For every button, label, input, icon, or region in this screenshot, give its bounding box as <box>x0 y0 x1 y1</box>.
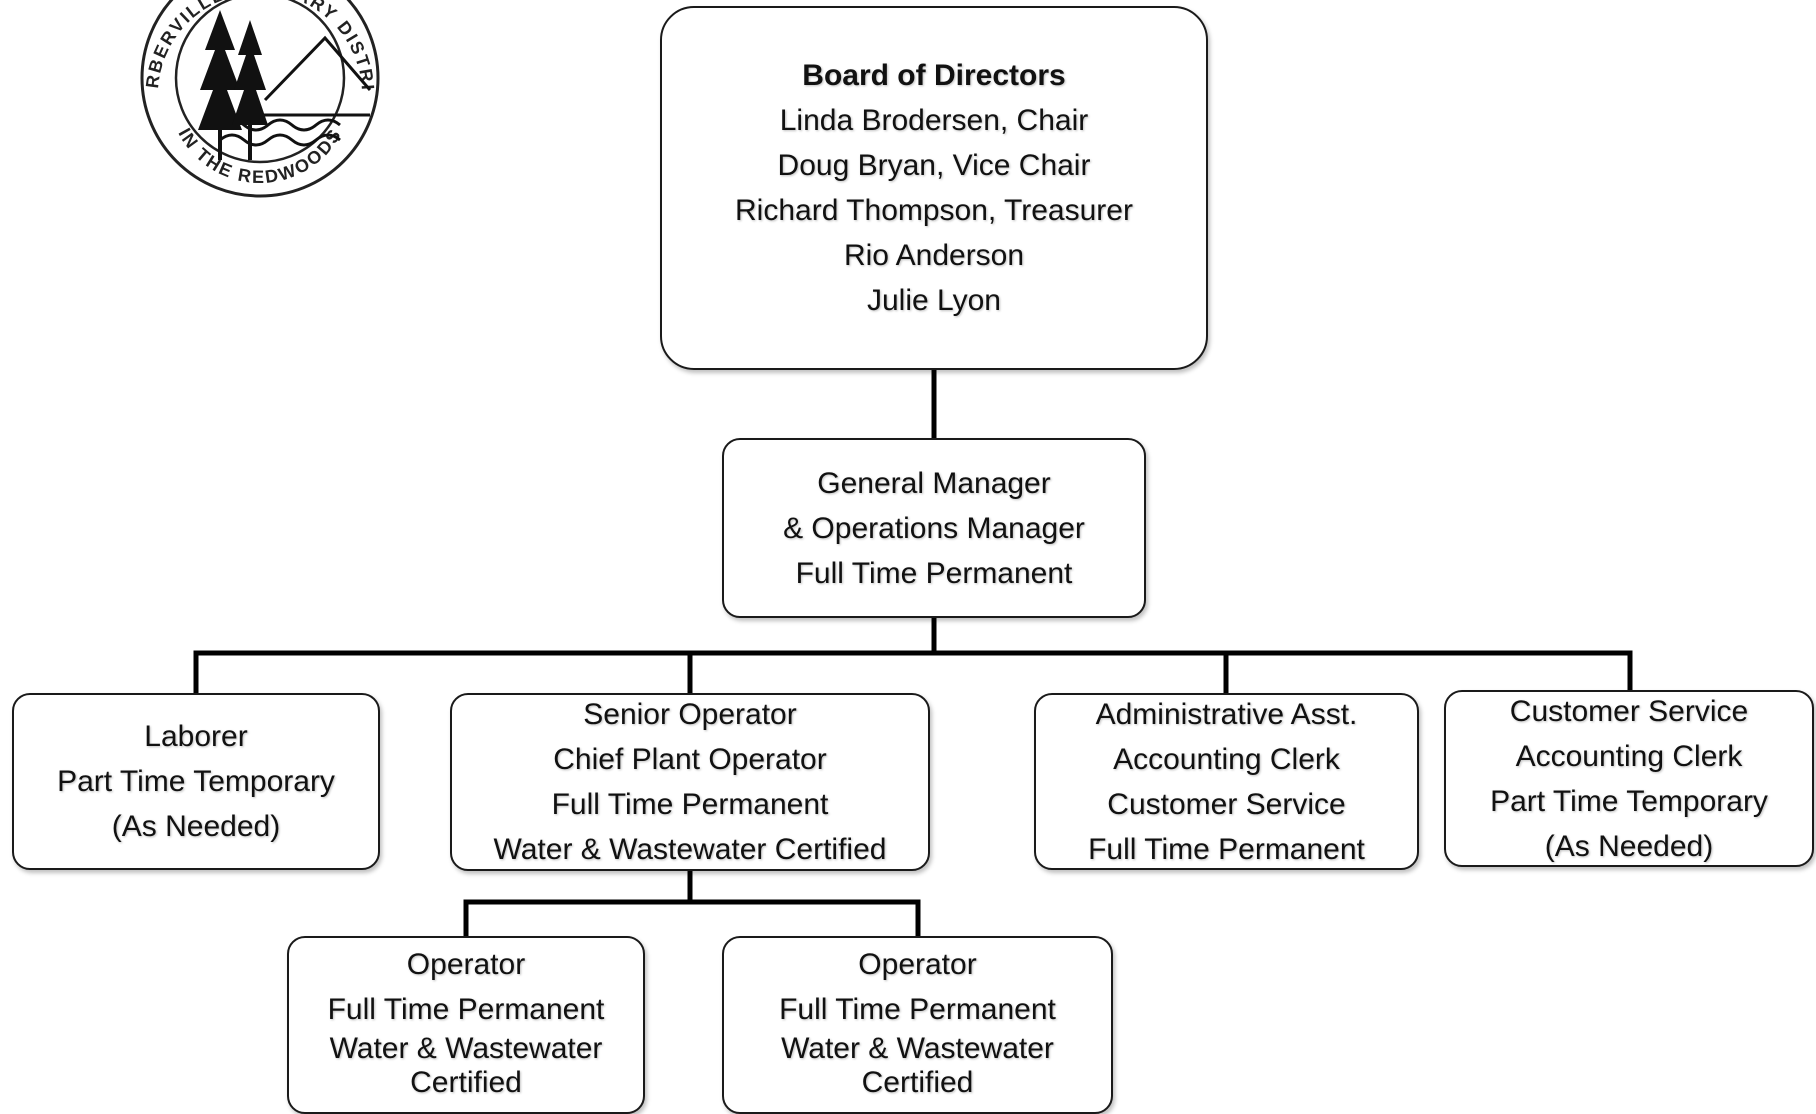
administrative-assistant-box: Administrative Asst. Accounting Clerk Cu… <box>1034 693 1419 870</box>
senior-title: Senior Operator <box>583 698 797 731</box>
operator-2-title: Operator <box>858 948 977 981</box>
laborer-box: Laborer Part Time Temporary (As Needed) <box>12 693 380 870</box>
senior-certification: Water & Wastewater Certified <box>493 833 887 866</box>
operator-1-certification-cont: Certified <box>410 1066 522 1099</box>
laborer-note: (As Needed) <box>111 810 281 843</box>
customer-service-box: Customer Service Accounting Clerk Part T… <box>1444 690 1814 867</box>
cs-note: (As Needed) <box>1544 829 1714 863</box>
board-of-directors-box: Board of Directors Linda Brodersen, Chai… <box>660 6 1208 370</box>
admin-status: Full Time Permanent <box>1088 832 1365 866</box>
operator-box-1: Operator Full Time Permanent Water & Was… <box>287 936 645 1114</box>
operator-2-certification: Water & Wastewater <box>781 1032 1054 1065</box>
gm-subtitle: & Operations Manager <box>783 511 1085 545</box>
operator-1-title: Operator <box>406 948 526 981</box>
laborer-status: Part Time Temporary <box>57 765 335 798</box>
board-member: Rio Anderson <box>843 239 1025 272</box>
admin-role-customer-service: Customer Service <box>1107 787 1346 821</box>
board-title: Board of Directors <box>802 59 1066 92</box>
operator-2-certification-cont: Certified <box>861 1066 974 1099</box>
general-manager-box: General Manager & Operations Manager Ful… <box>722 438 1146 618</box>
admin-role-accounting: Accounting Clerk <box>1113 742 1340 776</box>
operator-2-status: Full Time Permanent <box>779 993 1056 1026</box>
senior-subtitle: Chief Plant Operator <box>553 743 827 776</box>
operator-1-status: Full Time Permanent <box>327 993 605 1026</box>
board-member-chair: Linda Brodersen, Chair <box>779 104 1089 137</box>
board-member-vice-chair: Doug Bryan, Vice Chair <box>777 149 1091 182</box>
operator-box-2: Operator Full Time Permanent Water & Was… <box>722 936 1113 1114</box>
cs-role-accounting: Accounting Clerk <box>1515 739 1743 773</box>
admin-title: Administrative Asst. <box>1095 697 1358 731</box>
board-member: Julie Lyon <box>867 284 1001 317</box>
cs-title: Customer Service <box>1509 694 1749 728</box>
cs-status: Part Time Temporary <box>1490 784 1768 818</box>
board-member-treasurer: Richard Thompson, Treasurer <box>735 194 1133 227</box>
senior-status: Full Time Permanent <box>551 788 829 821</box>
senior-operator-box: Senior Operator Chief Plant Operator Ful… <box>450 693 930 871</box>
gm-status: Full Time Permanent <box>795 556 1073 590</box>
gm-title: General Manager <box>817 466 1051 500</box>
operator-1-certification: Water & Wastewater <box>329 1032 603 1065</box>
laborer-title: Laborer <box>144 720 248 753</box>
district-seal-logo: GARBERVILLE SANITARY DISTRICT IN THE RED… <box>120 0 380 198</box>
